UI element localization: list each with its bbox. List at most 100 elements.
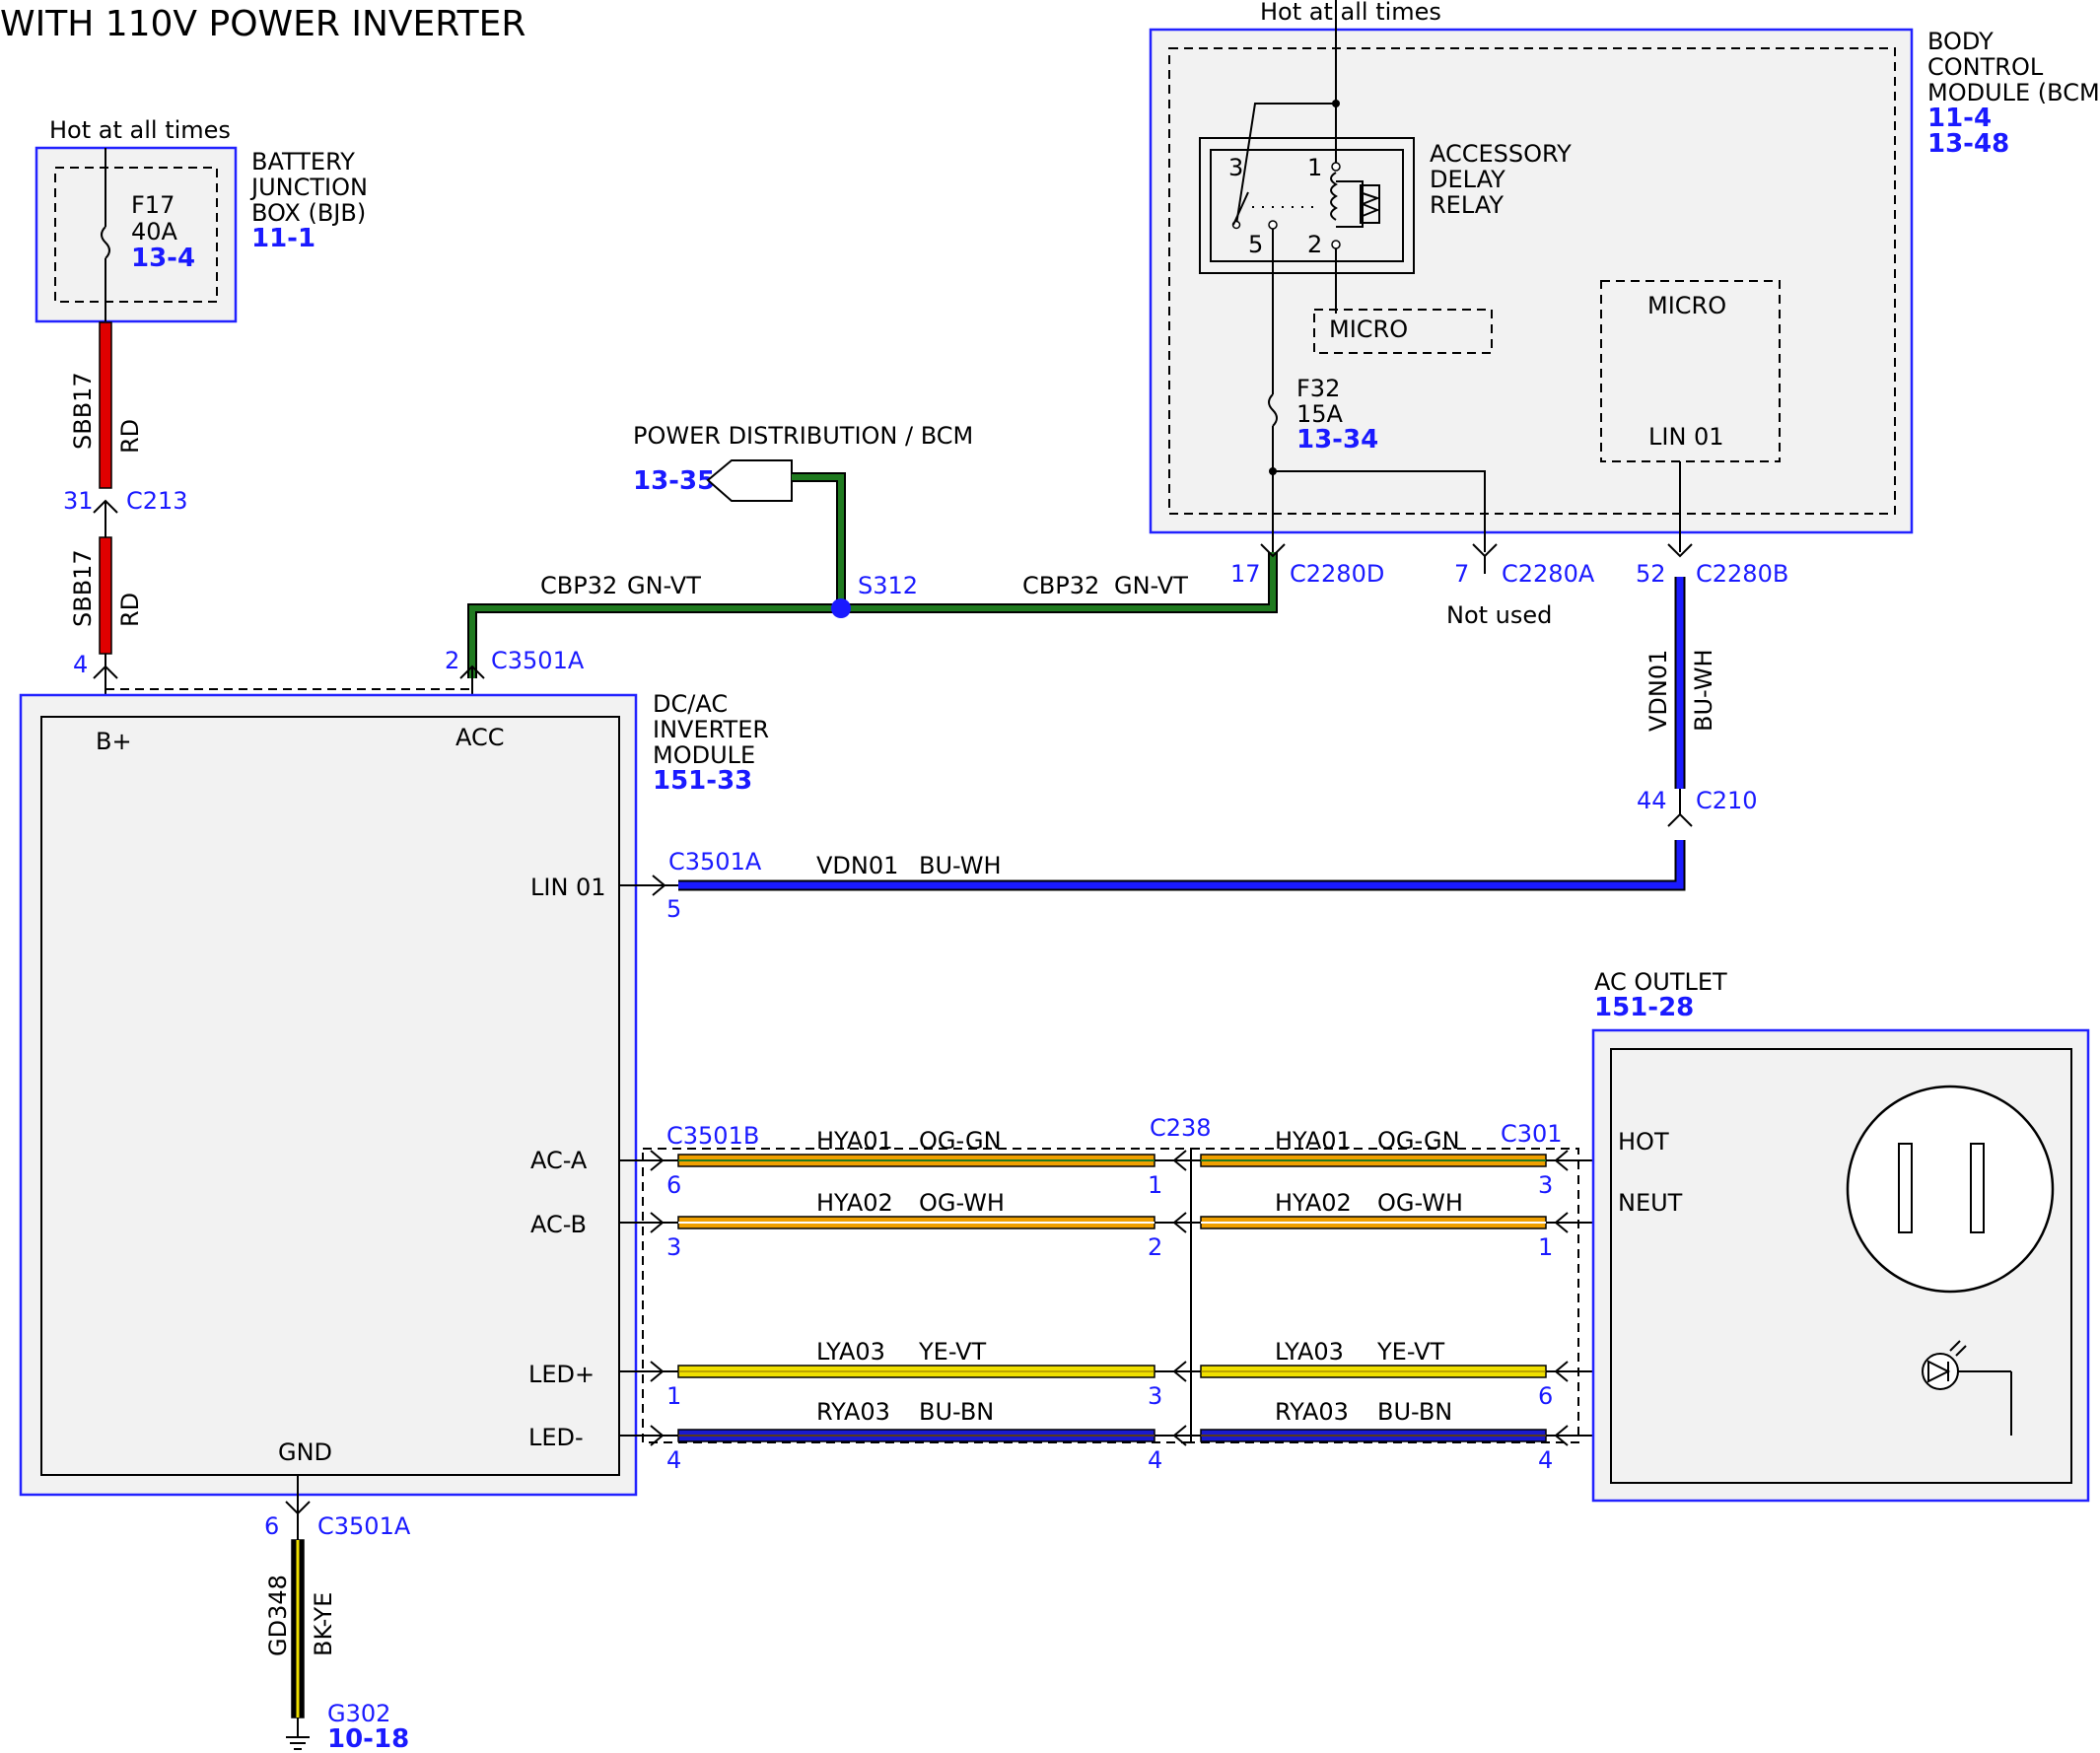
- micro-1-label: MICRO: [1329, 316, 1408, 343]
- fuse-f17-name: F17: [131, 191, 175, 219]
- c238-name[interactable]: C238: [1150, 1114, 1212, 1142]
- relay-pin-3: 3: [1228, 154, 1243, 181]
- micro-2-label: MICRO: [1647, 292, 1726, 319]
- body-control-module: Hot at all times BODY CONTROL MODULE (BC…: [1149, 0, 2100, 552]
- c210-pin: 44: [1637, 787, 1667, 814]
- inverter-pin-bplus: B+: [96, 728, 132, 755]
- inverter-pin-aca: AC-A: [530, 1147, 588, 1174]
- wire-sbb17-lower-color: RD: [116, 593, 144, 627]
- diagram-title: WITH 110V POWER INVERTER: [0, 4, 525, 44]
- power-distribution-reference: POWER DISTRIBUTION / BCM 13-35: [633, 422, 973, 608]
- fuse-f32-rating: 15A: [1296, 400, 1344, 428]
- c2280b-name[interactable]: C2280B: [1696, 560, 1788, 588]
- lin-connector-name[interactable]: C3501A: [668, 848, 762, 876]
- bcm-name-line3: MODULE (BCM): [1927, 79, 2100, 106]
- ac-outlet-ref[interactable]: 151-28: [1594, 993, 1694, 1022]
- ac-harness: C3501B 6 3 1 4 HYA01 OG-GN HYA02 OG-WH L…: [619, 1114, 2011, 1474]
- splice-s312-label[interactable]: S312: [858, 572, 918, 599]
- fuse-f32-ref[interactable]: 13-34: [1296, 425, 1378, 455]
- relay-pin-5: 5: [1248, 231, 1263, 258]
- inverter-pin-gnd: GND: [278, 1438, 332, 1466]
- battery-junction-box: Hot at all times F17 40A 13-4 BATTERY JU…: [35, 116, 368, 323]
- c238-dash-group: [642, 1148, 1192, 1443]
- wire-cbp32-left-circuit: CBP32: [540, 572, 617, 599]
- wire-hya01-left-circuit: HYA01: [816, 1127, 893, 1155]
- inverter-pin-ledm: LED-: [528, 1424, 584, 1451]
- relay-switch-icon: [1232, 191, 1249, 226]
- wire-hya02-left-color: OG-WH: [919, 1189, 1005, 1217]
- c3501b-name[interactable]: C3501B: [666, 1122, 759, 1150]
- wire-hya02-right-color: OG-WH: [1377, 1189, 1463, 1217]
- wire-lya03-right-circuit: LYA03: [1275, 1338, 1344, 1366]
- c301-dash-group: [1190, 1148, 1579, 1443]
- c210-name[interactable]: C210: [1696, 787, 1758, 814]
- wire-hya01-right-circuit: HYA01: [1275, 1127, 1352, 1155]
- wire-lya03-right-color: YE-VT: [1376, 1338, 1444, 1366]
- inverter-name-line1: DC/AC: [653, 690, 728, 718]
- bcm-ref-1[interactable]: 11-4: [1927, 104, 1992, 133]
- indicator-led-icon: [1922, 1340, 2012, 1436]
- c238-pin-1: 1: [1148, 1171, 1162, 1199]
- bcm-name-line1: BODY: [1927, 28, 1994, 55]
- c2280a-name[interactable]: C2280A: [1502, 560, 1595, 588]
- c2280d-name[interactable]: C2280D: [1290, 560, 1384, 588]
- ac-outlet-name: AC OUTLET: [1594, 968, 1727, 996]
- bcm-connectors: 17 C2280D 7 C2280A Not used 52 C2280B: [1230, 543, 1788, 629]
- power-distribution-ref[interactable]: 13-35: [633, 466, 715, 496]
- inverter-pin-lin: LIN 01: [530, 874, 606, 901]
- connector-lin-icon: [652, 875, 666, 896]
- inverter-pin-acc: ACC: [455, 724, 505, 751]
- inverter-ref[interactable]: 151-33: [653, 766, 752, 796]
- acc-connector-pin: 2: [445, 647, 459, 674]
- gnd-connector-name[interactable]: C3501A: [317, 1512, 411, 1540]
- wire-rya03-right-color: BU-BN: [1377, 1398, 1452, 1426]
- c301-pin-2: 1: [1538, 1233, 1553, 1261]
- ground-ref[interactable]: 10-18: [327, 1724, 409, 1753]
- fuse-f17-icon: [101, 226, 110, 259]
- acc-connector-name[interactable]: C3501A: [491, 647, 585, 674]
- bcm-lin-label: LIN 01: [1648, 423, 1724, 451]
- wire-cbp32-left-color: GN-VT: [627, 572, 701, 599]
- micro-box-2: [1600, 280, 1781, 462]
- power-distribution-label: POWER DISTRIBUTION / BCM: [633, 422, 973, 450]
- connector-c2280b-icon: [1667, 543, 1693, 558]
- c213-pin: 31: [63, 487, 94, 515]
- c301-arrow-3: [1554, 1361, 1569, 1382]
- inverter-name-line3: MODULE: [653, 741, 755, 769]
- bcm-ref-2[interactable]: 13-48: [1927, 129, 2009, 159]
- bjb-ref[interactable]: 11-1: [251, 224, 315, 253]
- c238-pin-4: 4: [1148, 1446, 1162, 1474]
- wire-lya03-left-circuit: LYA03: [816, 1338, 885, 1366]
- wire-vdn01-horiz-circuit: VDN01: [816, 852, 898, 879]
- c301-pin-1: 3: [1538, 1171, 1553, 1199]
- c3501b-arrow-1: [650, 1150, 665, 1171]
- ac-outlet: AC OUTLET 151-28 HOT NEUT: [1591, 968, 2090, 1503]
- c2280a-pin: 7: [1454, 560, 1469, 588]
- c301-arrow-2: [1554, 1212, 1569, 1233]
- bcm-hot-at-all-times-label: Hot at all times: [1260, 0, 1441, 26]
- splice-s312-icon: [831, 598, 851, 618]
- ac-outlet-neut-label: NEUT: [1618, 1189, 1683, 1217]
- c213-name[interactable]: C213: [126, 487, 188, 515]
- fuse-f32-icon: [1268, 393, 1278, 427]
- c3501b-pin-4: 4: [666, 1446, 681, 1474]
- wire-hya02-left-circuit: HYA02: [816, 1189, 893, 1217]
- connector-c2280d-icon: [1260, 543, 1286, 558]
- fuse-f17-ref[interactable]: 13-4: [131, 244, 195, 273]
- relay-name-line1: ACCESSORY: [1430, 140, 1572, 168]
- relay-coil-icon: [1330, 172, 1338, 221]
- bjb-name-line2: JUNCTION: [249, 174, 368, 201]
- c3501b-pin-3: 1: [666, 1382, 681, 1410]
- wire-rya03-left-circuit: RYA03: [816, 1398, 890, 1426]
- wire-gd348-color: BK-YE: [310, 1592, 337, 1656]
- c301-arrow-1: [1554, 1150, 1569, 1171]
- c301-name[interactable]: C301: [1501, 1120, 1563, 1148]
- wire-hya01-left-color: OG-GN: [919, 1127, 1002, 1155]
- ground-name[interactable]: G302: [327, 1700, 390, 1727]
- wire-sbb17-upper-circuit: SBB17: [69, 372, 97, 450]
- outlet-receptacle-icon: [1846, 1085, 2055, 1294]
- c3501b-pin-2: 3: [666, 1233, 681, 1261]
- ground-circuit: 6 C3501A GD348 BK-YE G302 10-18: [264, 1475, 411, 1753]
- accessory-delay-relay: ACCESSORY DELAY RELAY 3 1 5 2: [1199, 104, 1572, 394]
- c3501b-arrow-4: [650, 1425, 665, 1446]
